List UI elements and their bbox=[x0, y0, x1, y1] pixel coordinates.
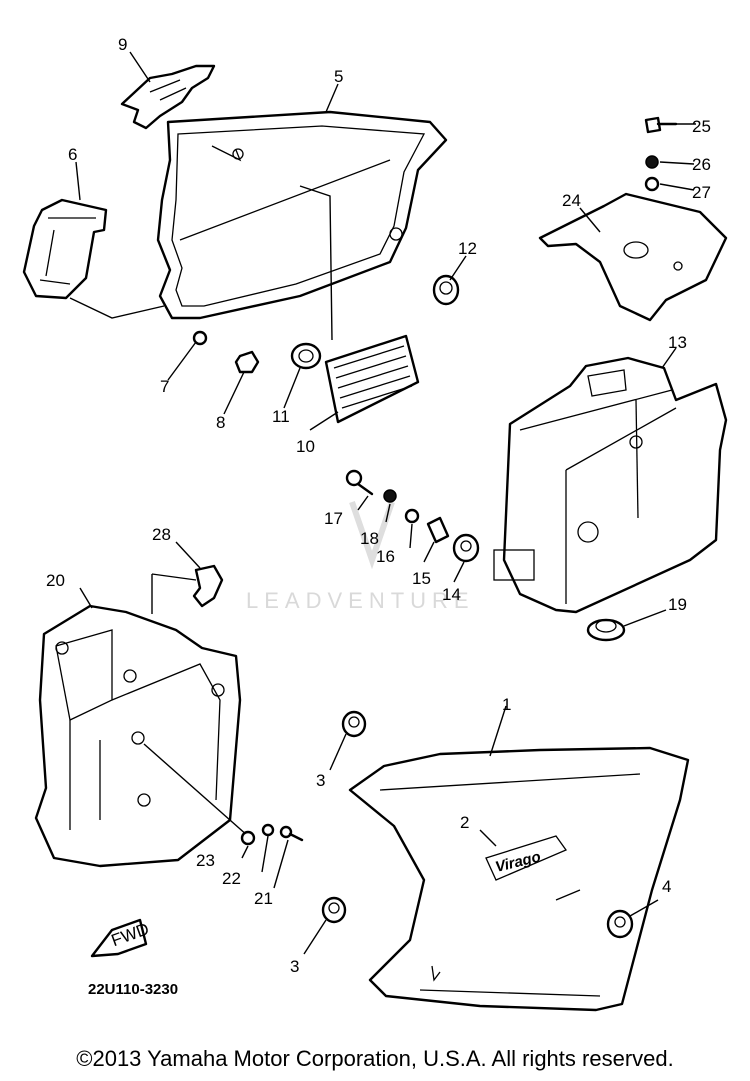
label-5: 5 bbox=[334, 67, 343, 86]
part-10-filter-panel[interactable] bbox=[324, 334, 420, 424]
part-15-collar[interactable] bbox=[426, 516, 450, 544]
watermark: LEADVENTURE bbox=[246, 501, 475, 613]
part-16-washer[interactable] bbox=[404, 508, 420, 524]
part-24-bracket-plate[interactable] bbox=[538, 192, 728, 322]
part-28-clamp[interactable] bbox=[151, 564, 224, 608]
label-9: 9 bbox=[118, 35, 127, 54]
label-7: 7 bbox=[160, 377, 169, 396]
diagram-code: 22U110-3230 bbox=[88, 981, 178, 998]
label-27: 27 bbox=[692, 183, 711, 202]
leader-lines bbox=[75, 51, 696, 955]
label-22: 22 bbox=[222, 869, 241, 888]
label-21: 21 bbox=[254, 889, 273, 908]
label-2: 2 bbox=[460, 813, 469, 832]
part-25-bolt[interactable] bbox=[644, 116, 678, 134]
label-10: 10 bbox=[296, 437, 315, 456]
part-12-nut[interactable] bbox=[432, 274, 460, 306]
part-4-grommet[interactable] bbox=[606, 909, 634, 939]
label-6: 6 bbox=[68, 145, 77, 164]
label-13: 13 bbox=[668, 333, 687, 352]
label-26: 26 bbox=[692, 155, 711, 174]
part-number-labels: 1 2 3 3 4 5 6 7 8 9 10 11 12 13 14 15 16… bbox=[46, 35, 711, 976]
part-1-side-cover[interactable] bbox=[348, 746, 690, 1012]
label-20: 20 bbox=[46, 571, 65, 590]
part-7-washer[interactable] bbox=[192, 330, 208, 346]
label-15: 15 bbox=[412, 569, 431, 588]
fwd-arrow-icon: FWD bbox=[90, 918, 152, 958]
part-17-bolt[interactable] bbox=[345, 469, 374, 496]
part-26-washer[interactable] bbox=[645, 155, 659, 169]
label-12: 12 bbox=[458, 239, 477, 258]
label-4: 4 bbox=[662, 877, 671, 896]
part-3-grommet-upper[interactable] bbox=[341, 710, 367, 738]
emblem-text: Virago bbox=[494, 848, 543, 876]
copyright-text: ©2013 Yamaha Motor Corporation, U.S.A. A… bbox=[76, 1046, 674, 1071]
part-22-washer[interactable] bbox=[261, 823, 275, 837]
label-1: 1 bbox=[502, 695, 511, 714]
part-13-tool-case[interactable] bbox=[493, 356, 728, 614]
part-3-grommet-lower[interactable] bbox=[321, 896, 347, 924]
label-25: 25 bbox=[692, 117, 711, 136]
label-14: 14 bbox=[442, 585, 461, 604]
part-5-side-cover-frame[interactable] bbox=[156, 110, 448, 320]
label-3-lower: 3 bbox=[290, 957, 299, 976]
label-11: 11 bbox=[272, 407, 290, 426]
part-20-main-bracket[interactable] bbox=[34, 604, 242, 868]
fwd-label: FWD bbox=[109, 919, 152, 950]
label-16: 16 bbox=[376, 547, 395, 566]
watermark-text: LEADVENTURE bbox=[246, 588, 475, 613]
part-23-washer[interactable] bbox=[240, 830, 256, 846]
part-8-nut[interactable] bbox=[234, 350, 260, 374]
label-24: 24 bbox=[562, 191, 581, 210]
label-23: 23 bbox=[196, 851, 215, 870]
part-18-nut[interactable] bbox=[383, 489, 397, 503]
label-17: 17 bbox=[324, 509, 343, 528]
label-3-upper: 3 bbox=[316, 771, 325, 790]
label-28: 28 bbox=[152, 525, 171, 544]
label-19: 19 bbox=[668, 595, 687, 614]
part-6-rubber-pad[interactable] bbox=[22, 198, 108, 300]
part-19-grommet[interactable] bbox=[586, 618, 626, 642]
part-14-grommet[interactable] bbox=[452, 533, 480, 563]
label-8: 8 bbox=[216, 413, 225, 432]
label-18: 18 bbox=[360, 529, 379, 548]
part-11-grommet[interactable] bbox=[290, 342, 322, 370]
part-21-screw[interactable] bbox=[279, 825, 304, 842]
part-27-washer[interactable] bbox=[644, 176, 660, 192]
part-9-bracket[interactable] bbox=[120, 64, 216, 130]
part-2-emblem[interactable]: Virago bbox=[485, 835, 567, 881]
